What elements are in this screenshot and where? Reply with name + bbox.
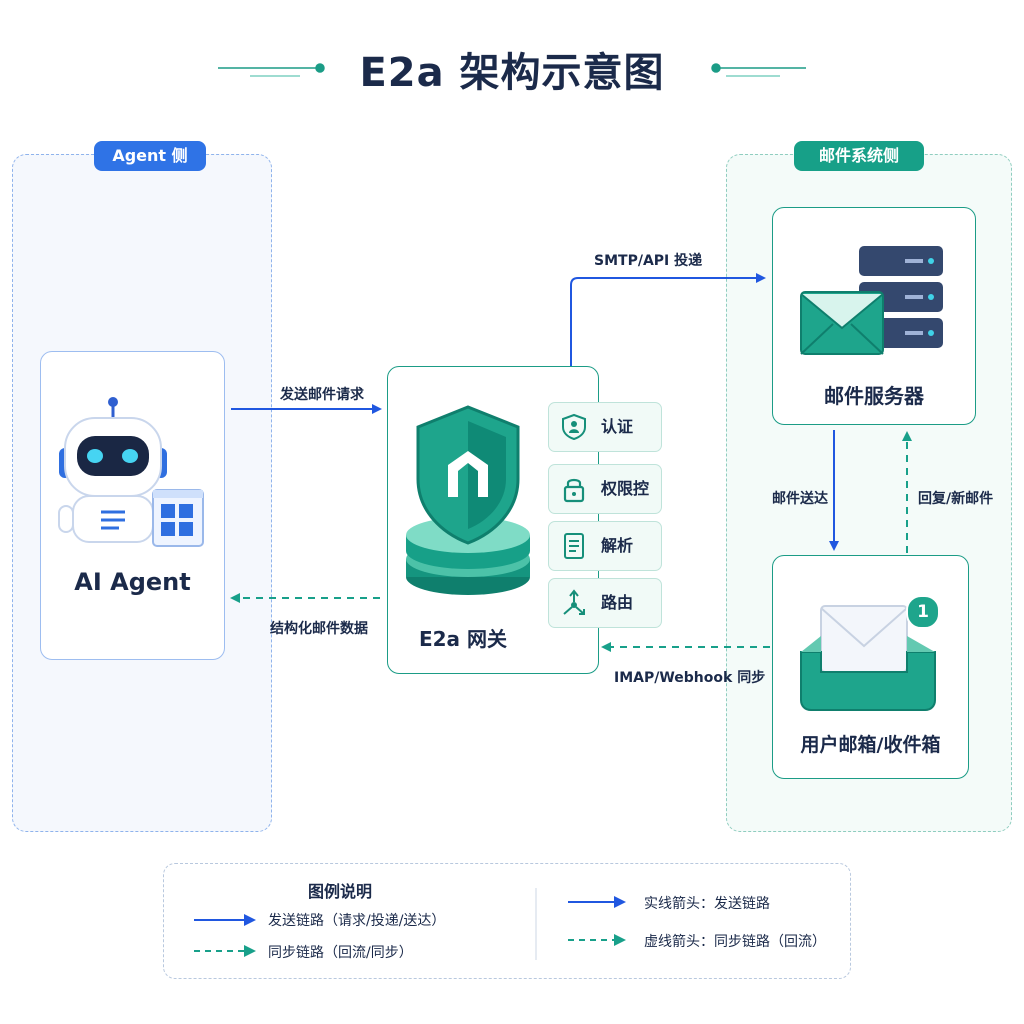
feature-parse[interactable]: 解析 [548, 521, 662, 571]
shield-icon [406, 405, 530, 595]
title-decoration [218, 63, 806, 77]
legend-arrows [194, 888, 626, 960]
page-title: E2a 架构示意图 [359, 50, 665, 96]
inbox-badge: 1 [906, 595, 940, 629]
feature-parse-label: 解析 [601, 536, 634, 555]
legend-panel: 图例说明 发送链路（请求/投递/送达） 同步链路（回流/同步） 实线箭头：发送链… [163, 863, 851, 979]
legend-dashed-arrow-text: 虚线箭头：同步链路（回流） [644, 934, 826, 950]
route-icon [563, 589, 585, 615]
envelope-icon [800, 291, 884, 355]
user-inbox-label: 用户邮箱/收件箱 [800, 734, 941, 756]
inbox-icon [800, 605, 936, 711]
lock-icon [563, 478, 585, 503]
feature-permission[interactable]: 权限控制 [548, 464, 662, 546]
feature-auth-label: 认证 [601, 417, 634, 436]
legend-send-chain: 发送链路（请求/投递/送达） [268, 913, 446, 929]
shield-user-icon [562, 413, 586, 441]
legend-sync-chain: 同步链路（回流/同步） [268, 945, 413, 961]
mail-server-node[interactable]: 邮件服务器 [772, 207, 976, 425]
edge-send-request-label: 发送邮件请求 [280, 387, 364, 403]
mail-side-label: 邮件系统侧 [794, 141, 924, 171]
edge-imap-webhook-label: IMAP/Webhook 同步 [614, 670, 766, 686]
user-inbox-node[interactable]: 1 用户邮箱/收件箱 [772, 555, 969, 779]
feature-auth[interactable]: 认证 [548, 402, 662, 452]
server-icon [859, 246, 943, 348]
robot-icon [58, 397, 204, 547]
document-icon [564, 533, 584, 559]
e2a-gateway-node[interactable]: E2a 网关 [387, 366, 599, 674]
feature-route[interactable]: 路由 [548, 578, 662, 628]
edge-smtp-api [570, 273, 766, 366]
legend-title: 图例说明 [308, 882, 373, 901]
mail-server-label: 邮件服务器 [824, 384, 924, 408]
edge-reply-new-label: 回复/新邮件 [918, 491, 994, 507]
feature-route-label: 路由 [601, 593, 634, 612]
agent-side-label: Agent 侧 [94, 141, 206, 171]
legend-solid-arrow-text: 实线箭头：发送链路 [644, 896, 770, 912]
ai-agent-node[interactable]: AI Agent [40, 351, 225, 660]
e2a-gateway-label: E2a 网关 [418, 627, 508, 651]
ai-agent-label: AI Agent [74, 568, 191, 596]
edge-smtp-api-label: SMTP/API 投递 [594, 253, 703, 269]
edge-mail-delivery-label: 邮件送达 [772, 491, 828, 507]
edge-structured-data-label: 结构化邮件数据 [270, 621, 368, 637]
